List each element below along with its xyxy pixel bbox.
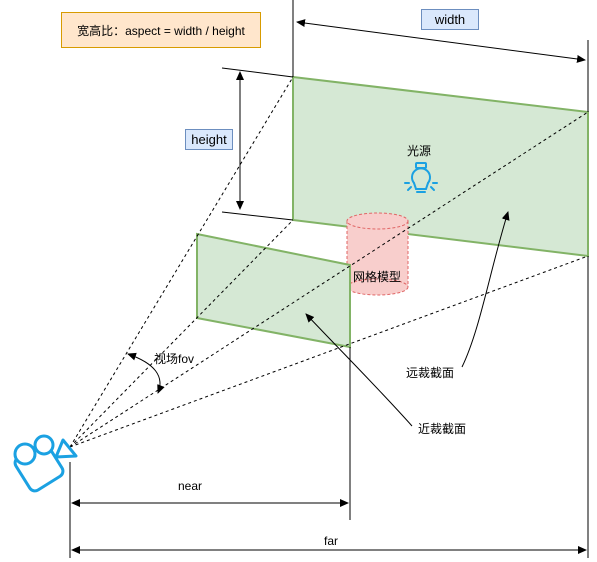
lightbulb-icon — [404, 162, 438, 193]
light-source-label: 光源 — [407, 144, 432, 158]
height-label: height — [185, 129, 233, 150]
reference-lines — [69, 0, 589, 558]
far-plane-label: 远裁截面 — [406, 364, 455, 381]
width-dimension-arrow — [296, 19, 586, 63]
near-plane-label: 近裁截面 — [418, 420, 467, 437]
far-plane-pointer-arrow — [461, 211, 510, 368]
width-label: width — [421, 9, 479, 30]
mesh-model-label: 网格模型 — [353, 270, 402, 284]
fov-label: 视场fov — [154, 352, 195, 366]
near-plane — [196, 232, 351, 349]
far-plane — [292, 75, 589, 258]
fov-arc-arrow — [127, 352, 165, 394]
near-distance-label: near — [178, 479, 203, 493]
far-distance-label: far — [324, 534, 339, 548]
aspect-formula-note: 宽高比：aspect = width / height — [61, 12, 261, 48]
camera-icon — [13, 434, 78, 493]
mesh-model-cylinder — [346, 212, 409, 296]
near-plane-pointer-arrow — [305, 313, 413, 427]
